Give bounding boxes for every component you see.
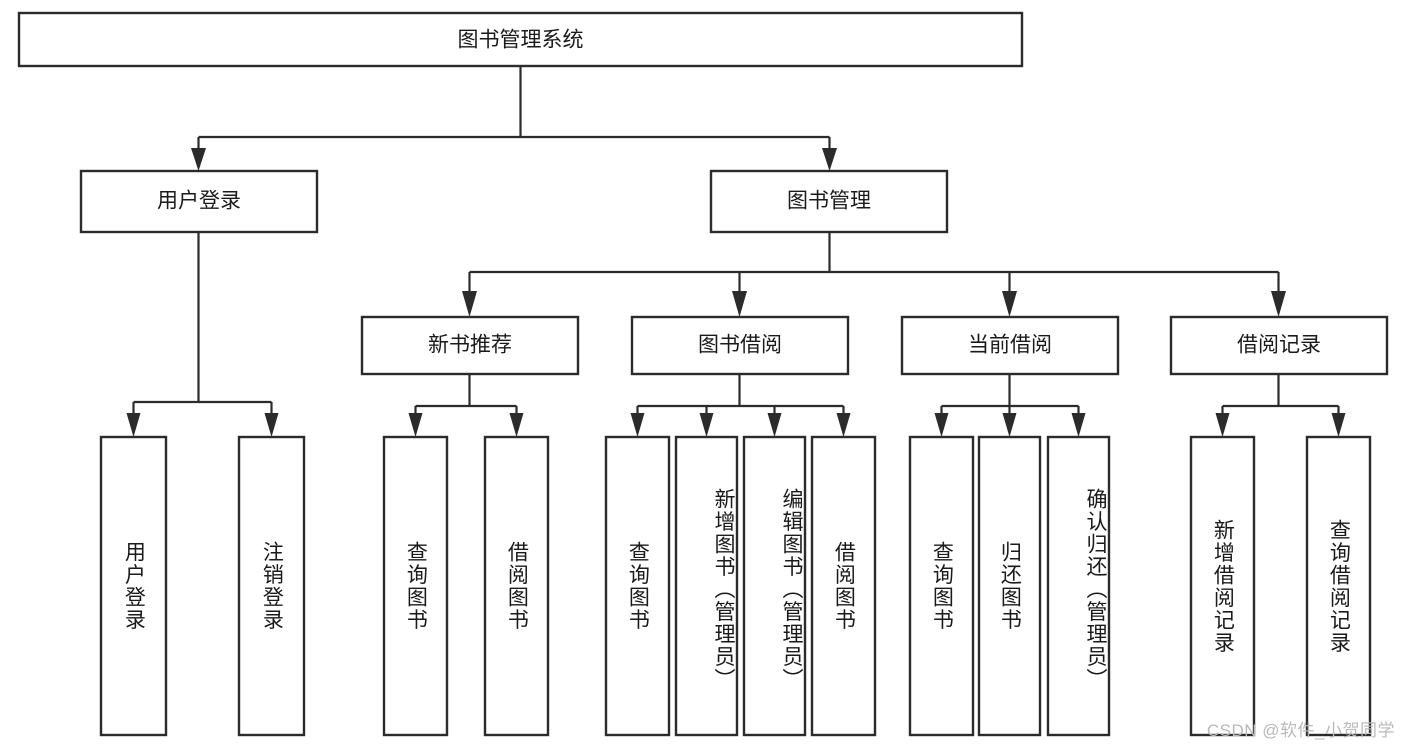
arrow-leaf-borrow-book-2 bbox=[836, 413, 851, 437]
node-user-login[interactable]: 用户登录 bbox=[79, 169, 319, 234]
node-current-borrow-box[interactable] bbox=[900, 315, 1120, 376]
arrow-leaf-add-record bbox=[1215, 413, 1230, 437]
leaf-query-record-box[interactable] bbox=[1305, 435, 1372, 737]
node-book-borrow[interactable]: 图书借阅 bbox=[630, 315, 850, 376]
leaf-confirm-return-box[interactable] bbox=[1046, 435, 1111, 737]
arrow-leaf-edit-book bbox=[767, 413, 782, 437]
arrow-leaf-query-record bbox=[1331, 413, 1346, 437]
node-book-borrow-box[interactable] bbox=[630, 315, 850, 376]
node-root[interactable]: 图书管理系统 bbox=[17, 11, 1024, 68]
node-current-borrow-label: 当前借阅 bbox=[968, 334, 1052, 357]
arrow-book-borrow bbox=[732, 291, 747, 317]
arrow-leaf-confirm-return bbox=[1071, 413, 1086, 437]
node-book-borrow-label: 图书借阅 bbox=[698, 334, 782, 357]
arrow-leaf-query-book-2 bbox=[630, 413, 645, 437]
leaf-edit-book-box[interactable] bbox=[742, 435, 807, 737]
arrow-new-book-recommend bbox=[462, 291, 477, 317]
arrow-leaf-query-book-1 bbox=[408, 413, 423, 437]
leaf-query-book-1-box[interactable] bbox=[382, 435, 449, 737]
node-borrow-record-label: 借阅记录 bbox=[1237, 334, 1321, 357]
arrow-current-borrow bbox=[1002, 291, 1017, 317]
connector-group bbox=[126, 66, 1346, 437]
node-current-borrow[interactable]: 当前借阅 bbox=[900, 315, 1120, 376]
arrow-leaf-borrow-book-1 bbox=[509, 413, 524, 437]
arrow-book-management bbox=[822, 148, 837, 171]
leaf-return-book-box[interactable] bbox=[977, 435, 1042, 737]
arrow-leaf-query-book-3 bbox=[934, 413, 949, 437]
arrow-leaf-user-login bbox=[126, 413, 141, 437]
leaf-add-book-box[interactable] bbox=[674, 435, 739, 737]
leaf-logout-box[interactable] bbox=[237, 435, 306, 737]
leaf-query-book-2-box[interactable] bbox=[604, 435, 671, 737]
node-new-book-recommend-label: 新书推荐 bbox=[428, 334, 512, 357]
node-book-management[interactable]: 图书管理 bbox=[709, 169, 949, 234]
leaf-query-book-3-box[interactable] bbox=[908, 435, 975, 737]
node-new-book-recommend[interactable]: 新书推荐 bbox=[360, 315, 580, 376]
node-new-book-recommend-box[interactable] bbox=[360, 315, 580, 376]
node-user-login-label: 用户登录 bbox=[157, 190, 241, 213]
arrow-borrow-record bbox=[1271, 291, 1286, 317]
node-borrow-record-box[interactable] bbox=[1169, 315, 1389, 376]
node-user-login-box[interactable] bbox=[79, 169, 319, 234]
node-root-label: 图书管理系统 bbox=[458, 29, 584, 52]
leaf-user-login-box[interactable] bbox=[99, 435, 168, 737]
leaf-borrow-book-2-box[interactable] bbox=[810, 435, 877, 737]
arrow-leaf-logout bbox=[264, 413, 279, 437]
arrow-leaf-add-book bbox=[699, 413, 714, 437]
node-borrow-record[interactable]: 借阅记录 bbox=[1169, 315, 1389, 376]
csdn-watermark: CSDN @软件_小贺同学 bbox=[1206, 721, 1395, 740]
node-book-management-label: 图书管理 bbox=[787, 190, 871, 213]
node-book-management-box[interactable] bbox=[709, 169, 949, 234]
node-root-box[interactable] bbox=[17, 11, 1024, 68]
arrow-user-login bbox=[191, 148, 206, 171]
leaf-add-record-box[interactable] bbox=[1189, 435, 1256, 737]
arrow-leaf-return-book bbox=[1002, 413, 1017, 437]
leaf-borrow-book-1-box[interactable] bbox=[483, 435, 550, 737]
